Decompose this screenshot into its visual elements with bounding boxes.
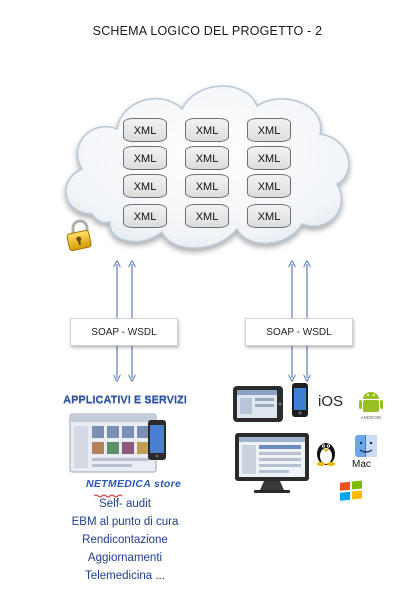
xml-disk: XML <box>247 204 291 228</box>
xml-disk: XML <box>123 146 167 170</box>
windows-logo-icon <box>340 480 362 501</box>
xml-disk: XML <box>185 118 229 142</box>
padlock-icon <box>66 219 92 252</box>
xml-disk: XML <box>123 204 167 228</box>
xml-disk: XML <box>123 118 167 142</box>
linux-tux-icon <box>317 443 335 466</box>
soap-wsdl-right-box: SOAP - WSDL <box>245 318 353 346</box>
mac-label: Mac <box>352 459 371 470</box>
apps-services-heading: APPLICATIVI E SERVIZI <box>63 394 187 406</box>
list-item: EBM al punto di cura <box>71 516 179 528</box>
list-item: Aggiornamenti <box>87 552 163 564</box>
tablet-icon <box>233 386 283 422</box>
xml-disk: XML <box>247 118 291 142</box>
ios-label: iOS <box>318 393 344 410</box>
xml-disk: XML <box>185 146 229 170</box>
xml-disk: XML <box>123 174 167 198</box>
spellcheck-underline <box>94 494 123 498</box>
xml-disk: XML <box>247 146 291 170</box>
xml-disk: XML <box>247 174 291 198</box>
netmedica-store-logo: NETMEDICA store <box>86 478 182 490</box>
list-item: Self- audit <box>99 498 151 510</box>
xml-disk: XML <box>185 204 229 228</box>
smartphone-icon <box>292 383 308 417</box>
list-item: Telemedicina ... <box>85 570 165 582</box>
app-store-screenshot <box>69 413 166 473</box>
android-label: ANDROID <box>361 415 383 420</box>
list-item: Rendicontazione <box>82 534 168 546</box>
mac-finder-icon <box>355 435 377 457</box>
desktop-monitor-icon <box>235 433 309 493</box>
diagram-title: SCHEMA LOGICO DEL PROGETTO - 2 <box>92 24 323 38</box>
xml-disk: XML <box>185 174 229 198</box>
soap-wsdl-left-box: SOAP - WSDL <box>70 318 178 346</box>
android-icon: ANDROID <box>359 392 383 420</box>
